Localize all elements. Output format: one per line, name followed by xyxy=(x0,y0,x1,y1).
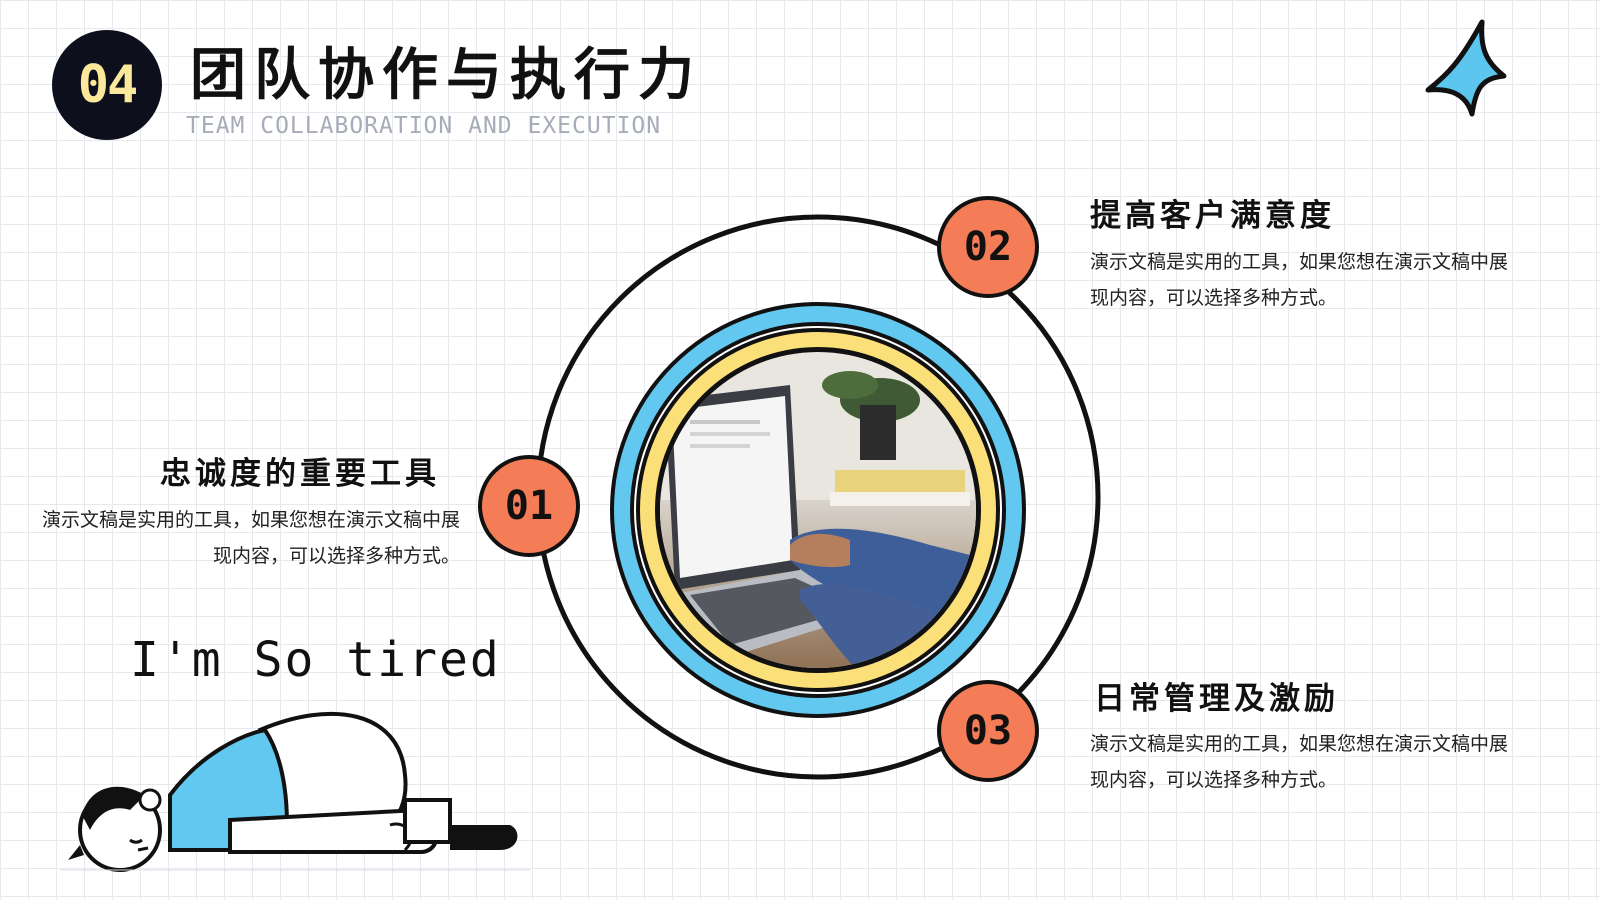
point-01-title: 忠诚度的重要工具 xyxy=(160,456,440,492)
laptop-photo xyxy=(660,352,976,668)
point-03-title: 日常管理及激励 xyxy=(1094,681,1339,717)
point-03-number: 03 xyxy=(963,708,1013,754)
page-subtitle: TEAM COLLABORATION AND EXECUTION xyxy=(186,113,662,139)
section-number-badge: 04 xyxy=(52,30,162,140)
point-03-desc: 演示文稿是实用的工具，如果您想在演示文稿中展现内容，可以选择多种方式。 xyxy=(1090,733,1509,791)
point-01-number: 01 xyxy=(504,483,554,529)
point-03-badge: 03 xyxy=(937,680,1039,782)
point-02-number: 02 xyxy=(963,224,1013,270)
tired-person-illustration xyxy=(60,711,530,872)
point-01-desc: 演示文稿是实用的工具，如果您想在演示文稿中展现内容，可以选择多种方式。 xyxy=(41,509,460,567)
point-02-badge: 02 xyxy=(937,196,1039,298)
sparkle-icon xyxy=(1425,19,1507,117)
section-number: 04 xyxy=(77,55,139,115)
page-title: 团队协作与执行力 xyxy=(190,43,702,108)
point-01-badge: 01 xyxy=(478,455,580,557)
point-02-title: 提高客户满意度 xyxy=(1090,198,1335,234)
point-02-desc: 演示文稿是实用的工具，如果您想在演示文稿中展现内容，可以选择多种方式。 xyxy=(1090,251,1509,309)
tired-caption: I'm So tired xyxy=(130,632,501,688)
